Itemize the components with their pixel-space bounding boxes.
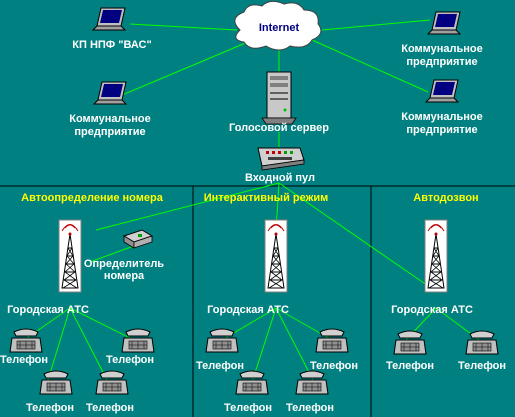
laptop-icon xyxy=(427,11,461,35)
telephone-icon xyxy=(315,328,349,353)
telephone-icon xyxy=(205,328,239,353)
number-detector-label: Определитель xyxy=(84,258,164,270)
input-console-label: Входной пул xyxy=(245,172,315,184)
section-auto-detect-title: Автоопределение номера xyxy=(21,192,164,204)
radio-tower-icon xyxy=(59,220,81,292)
telephone-icon xyxy=(95,370,129,395)
phone-label: Телефон xyxy=(106,354,154,366)
server-tower-icon xyxy=(261,71,297,125)
laptop-icon xyxy=(425,79,459,103)
communal-enterprise-label: предприятие xyxy=(406,124,477,136)
number-detector-icon xyxy=(122,229,154,249)
telephone-icon xyxy=(295,370,329,395)
section-dividers xyxy=(0,185,515,417)
laptop-icon xyxy=(93,81,127,105)
number-detector-label: номера xyxy=(104,270,145,282)
telephone-icon xyxy=(9,328,43,353)
phone-label: Телефон xyxy=(286,402,334,414)
city-ats-label: Городская АТС xyxy=(7,304,89,316)
telephone-icon xyxy=(39,370,73,395)
section-interactive-title: Интерактивный режим xyxy=(204,192,329,204)
telephone-icon xyxy=(465,330,499,355)
phone-label: Телефон xyxy=(310,360,358,372)
communal-enterprise-label: предприятие xyxy=(406,56,477,68)
modem-icon xyxy=(257,147,305,171)
telephone-icon xyxy=(235,370,269,395)
communal-enterprise-label: Коммунальное xyxy=(69,113,151,125)
phone-label: Телефон xyxy=(386,360,434,372)
radio-tower-icon xyxy=(265,220,287,292)
cloud-icon xyxy=(234,0,322,51)
phone-label: Телефон xyxy=(86,402,134,414)
phone-label: Телефон xyxy=(196,360,244,372)
telephone-icon xyxy=(121,328,155,353)
telephone-icon xyxy=(393,330,427,355)
voice-server-label: Голосовой сервер xyxy=(229,122,329,134)
internet-label: Internet xyxy=(259,22,300,34)
communal-enterprise-label: предприятие xyxy=(74,126,145,138)
section-autodial-title: Автодозвон xyxy=(413,192,478,204)
internet-cloud: Internet xyxy=(234,0,322,51)
phone-label: Телефон xyxy=(0,354,48,366)
laptop-icon xyxy=(92,7,126,31)
city-ats-label: Городская АТС xyxy=(391,304,473,316)
communal-enterprise-label: Коммунальное xyxy=(401,111,483,123)
kp-npf-label: КП НПФ "ВАС" xyxy=(72,39,151,51)
communal-enterprise-label: Коммунальное xyxy=(401,43,483,55)
radio-tower-icon xyxy=(425,220,447,292)
phone-label: Телефон xyxy=(458,360,506,372)
city-ats-label: Городская АТС xyxy=(207,304,289,316)
phone-label: Телефон xyxy=(224,402,272,414)
phone-label: Телефон xyxy=(26,402,74,414)
